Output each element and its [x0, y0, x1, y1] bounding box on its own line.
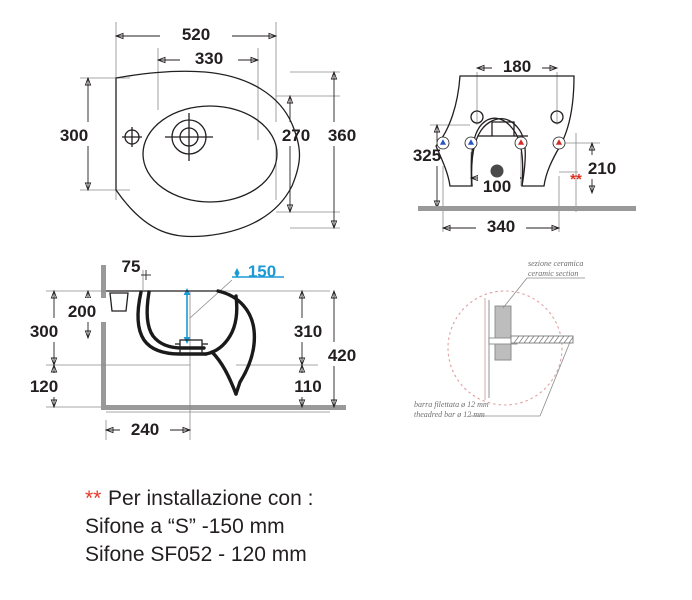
dimension-340: 340 — [441, 215, 561, 238]
dimension-110: 110 — [284, 363, 332, 409]
hot-water-marker-inner — [514, 136, 528, 150]
ceramic-section-label-it: sezione ceramica — [528, 259, 583, 268]
dimension-310: 310 — [284, 289, 332, 367]
dimension-100-label: 100 — [483, 177, 511, 196]
installation-note: ** Per installazione con : Sifone a “S” … — [85, 487, 313, 566]
dimension-300-top-label: 300 — [60, 126, 88, 145]
dimension-270: 270 — [272, 94, 320, 214]
dimension-210: 210 — [578, 141, 626, 195]
fixing-hole-left-icon — [470, 110, 484, 124]
water-supply-markers — [436, 136, 566, 150]
dimension-330-label: 330 — [195, 49, 223, 68]
note-star-marker: ** — [85, 487, 101, 510]
threaded-bar-label-en: theadred bar ø 12 mm — [414, 410, 485, 419]
threaded-bar-label-it: barra filettata ø 12 mm — [414, 400, 489, 409]
note-line-1: Per installazione con : — [108, 487, 313, 510]
dimension-120-label: 120 — [30, 377, 58, 396]
dimension-100: 100 — [469, 174, 523, 197]
cold-water-marker-inner — [464, 136, 478, 150]
ceramic-section-label-en: ceramic section — [528, 269, 578, 278]
dimension-330: 330 — [156, 47, 260, 70]
ceramic-section-flange — [494, 341, 512, 361]
dimension-420-label: 420 — [328, 346, 356, 365]
ceramic-section-leader — [502, 277, 528, 309]
dimension-300-side: 300 — [20, 289, 68, 367]
floor-line — [418, 206, 636, 211]
dimension-520-label: 520 — [182, 25, 210, 44]
dimension-180-label: 180 — [503, 57, 531, 76]
mounting-detail-view: sezione ceramica ceramic section barra f… — [414, 259, 585, 419]
dimension-110-label: 110 — [294, 377, 321, 396]
dimension-200: 200 — [58, 289, 106, 340]
bidet-plan-outline — [115, 70, 301, 238]
front-view-star-marker: ** — [570, 171, 582, 188]
dimension-240: 240 — [104, 418, 192, 441]
hot-water-marker-outer — [552, 136, 566, 150]
threaded-bar — [510, 335, 574, 344]
wall-line — [101, 265, 106, 410]
dimension-360-label: 360 — [328, 126, 356, 145]
bidet-front-outline — [435, 75, 575, 187]
top-plan-view: 520 330 300 270 — [50, 22, 366, 238]
dimension-520: 520 — [114, 22, 278, 46]
dimension-340-label: 340 — [487, 217, 515, 236]
detail-circle-boundary — [447, 290, 563, 406]
floor-line-side — [101, 405, 346, 410]
cold-water-marker-outer — [436, 136, 450, 150]
bidet-side-section-profile — [106, 289, 257, 396]
front-elevation-view: 180 325 100 210 — [403, 55, 636, 238]
drain-outlet-icon — [490, 164, 504, 178]
fixing-hole-right-icon — [550, 110, 564, 124]
dimension-300-side-label: 300 — [30, 322, 58, 341]
note-line-3: Sifone SF052 - 120 mm — [85, 543, 307, 566]
side-section-view: 300 200 120 310 — [20, 257, 366, 441]
dimension-325-label: 325 — [413, 146, 441, 165]
note-line-2: Sifone a “S” -150 mm — [85, 515, 285, 538]
dimension-300-top: 300 — [50, 76, 98, 192]
tap-hole-target-icon — [165, 113, 213, 161]
dimension-240-label: 240 — [131, 420, 159, 439]
dimension-180: 180 — [475, 55, 559, 78]
dimension-120: 120 — [20, 363, 68, 409]
overflow-crosshair-icon — [122, 127, 142, 147]
dimension-420: 420 — [318, 289, 366, 409]
dimension-360: 360 — [318, 70, 366, 230]
dimension-210-label: 210 — [588, 159, 616, 178]
dimension-150-label: 150 — [248, 262, 276, 281]
dimension-310-label: 310 — [294, 322, 322, 341]
dimension-200-label: 200 — [68, 302, 96, 321]
dimension-75-label: 75 — [122, 257, 141, 276]
threaded-bar-leader — [539, 341, 571, 417]
